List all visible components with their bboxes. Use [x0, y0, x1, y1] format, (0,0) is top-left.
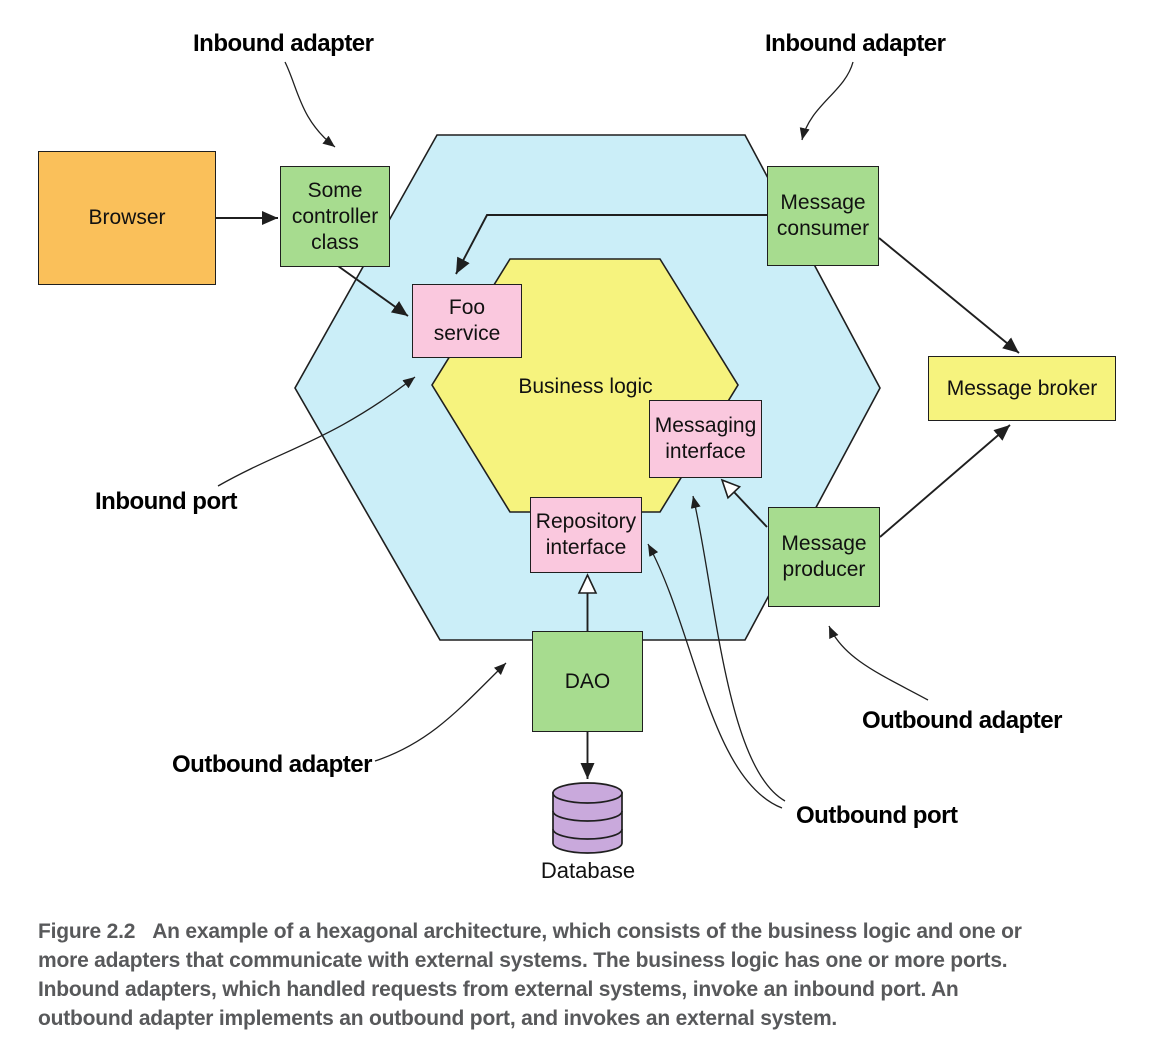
label-line: Message	[781, 532, 867, 555]
arrow-consumer-to-broker	[878, 237, 1020, 354]
annotation-inbound-adapter-right: Inbound adapter	[765, 30, 946, 57]
label-line: interface	[545, 536, 627, 559]
arrow-controller-to-foo-service	[337, 265, 409, 317]
node-message-producer: Message producer	[768, 507, 880, 607]
pointer-outbound-adapter-left	[374, 662, 507, 762]
label-line: consumer	[776, 217, 870, 240]
node-browser: Browser	[38, 151, 216, 285]
pointer-outbound-port-to-repository	[647, 543, 783, 809]
label-line: Messaging	[654, 414, 757, 437]
label-line: Message	[780, 191, 866, 214]
annotation-inbound-port: Inbound port	[95, 488, 237, 515]
implements-triangle-messaging	[720, 478, 742, 500]
implements-triangle-repository	[577, 573, 598, 594]
pointer-outbound-adapter-right	[828, 625, 929, 701]
relationship-arrows	[216, 211, 1020, 779]
node-repository-interface: Repository interface	[530, 497, 642, 573]
pointer-inbound-adapter-left	[284, 61, 336, 148]
arrow-producer-to-broker	[879, 424, 1011, 538]
caption-line: Inbound adapters, which handled requests…	[38, 978, 959, 1001]
node-some-controller-class: Some controller class	[280, 166, 390, 267]
label-line: Message broker	[946, 376, 1098, 400]
annotation-arrows	[217, 61, 929, 809]
caption-line: outbound adapter implements an outbound …	[38, 1007, 838, 1030]
arrow-consumer-to-foo-service	[455, 214, 767, 275]
label-line: Browser	[88, 206, 166, 229]
label-line: Foo	[448, 296, 486, 319]
annotation-outbound-adapter-right: Outbound adapter	[862, 707, 1062, 734]
caption-line: more adapters that communicate with exte…	[38, 949, 1008, 972]
annotation-inbound-adapter-left: Inbound adapter	[193, 30, 374, 57]
annotation-outbound-adapter-left: Outbound adapter	[172, 751, 372, 778]
label-line: class	[311, 230, 359, 254]
label-line: Repository	[535, 510, 637, 533]
label-line: DAO	[564, 669, 611, 693]
node-message-consumer: Message consumer	[767, 166, 879, 266]
caption-text: An example of a hexagonal architecture, …	[152, 920, 1022, 943]
database-cylinder-icon	[552, 782, 623, 854]
label-business-logic: Business logic	[518, 375, 653, 398]
node-dao: DAO	[532, 631, 643, 732]
pointer-inbound-adapter-right	[799, 61, 854, 141]
line-producer-implements-messaging-interface	[733, 491, 768, 528]
label-line: service	[433, 322, 501, 345]
label-line: controller	[291, 204, 379, 228]
figure-number: Figure 2.2	[38, 920, 136, 943]
pointer-inbound-port	[217, 376, 416, 487]
label-line: interface	[665, 440, 746, 463]
caption-line: Figure 2.2 An example of a hexagonal arch…	[38, 917, 1138, 946]
label-line: producer	[782, 558, 866, 581]
figure-caption: Figure 2.2 An example of a hexagonal arch…	[38, 917, 1138, 1033]
label-database: Database	[540, 858, 636, 883]
annotation-outbound-port: Outbound port	[796, 802, 958, 829]
node-messaging-interface: Messaging interface	[649, 400, 762, 478]
node-message-broker: Message broker	[928, 356, 1116, 421]
pointer-outbound-port-to-messaging	[690, 495, 786, 802]
node-foo-service: Foo service	[412, 284, 522, 358]
label-line: Some	[307, 178, 363, 202]
